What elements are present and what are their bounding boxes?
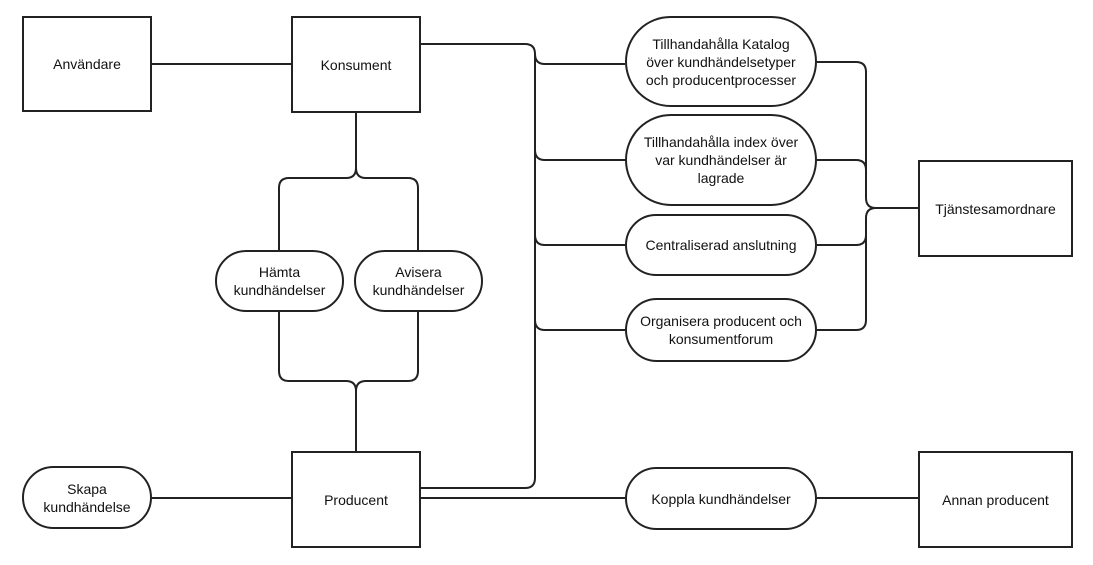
node-avisera-kundhandelser: Avisera kundhändelser	[354, 250, 483, 312]
edge-avisera-down	[355, 312, 419, 392]
node-anvandare-label: Användare	[53, 56, 121, 72]
node-index-label: Tillhandahålla index över var kundhändel…	[643, 134, 799, 186]
node-anslutning-label: Centraliserad anslutning	[645, 237, 797, 253]
node-anvandare: Användare	[22, 16, 152, 112]
node-annan-label: Annan producent	[942, 491, 1049, 508]
node-centraliserad-anslutning: Centraliserad anslutning	[625, 214, 817, 276]
node-organisera-forum: Organisera producent och konsumentforum	[625, 298, 817, 362]
edge-bus-index	[534, 149, 625, 161]
edge-bus-katalog	[534, 53, 625, 65]
edge-anslutning-bus	[817, 207, 877, 246]
node-koppla-kundhandelser: Koppla kundhändelser	[625, 467, 817, 530]
edge-katalog-bus	[817, 61, 918, 209]
node-tjanst-label: Tjänstesamordnare	[935, 200, 1056, 217]
node-avisera-label: Avisera kundhändelser	[372, 264, 465, 298]
edge-forum-bus	[817, 218, 867, 331]
node-konsument-label: Konsument	[320, 56, 392, 73]
node-tjanstesamordnare: Tjänstesamordnare	[918, 160, 1073, 257]
node-hamta-label: Hämta kundhändelser	[233, 264, 326, 298]
node-producent-label: Producent	[324, 491, 388, 508]
edge-bus-anslutning	[534, 234, 625, 246]
node-koppla-label: Koppla kundhändelser	[651, 490, 791, 507]
node-producent: Producent	[291, 451, 421, 548]
node-katalog-label: Tillhandahålla Katalog över kundhändelse…	[645, 35, 797, 88]
node-skapa-label: Skapa kundhändelse	[43, 480, 131, 515]
node-hamta-kundhandelser: Hämta kundhändelser	[215, 250, 344, 312]
node-forum-label: Organisera producent och konsumentforum	[640, 313, 802, 347]
node-tillhandahalla-index: Tillhandahålla index över var kundhändel…	[625, 114, 817, 206]
edge-index-bus	[817, 159, 867, 198]
edge-konsument-bus	[421, 43, 536, 489]
node-tillhandahalla-katalog: Tillhandahålla Katalog över kundhändelse…	[625, 16, 817, 107]
edge-hamta-down	[278, 312, 357, 451]
edge-bus-forum	[534, 319, 625, 331]
edge-konsument-down	[278, 113, 357, 250]
node-skapa-kundhandelse: Skapa kundhändelse	[22, 466, 152, 529]
edge-konsument-right-branch	[355, 167, 419, 250]
node-annan-producent: Annan producent	[918, 451, 1073, 548]
node-konsument: Konsument	[291, 16, 421, 113]
